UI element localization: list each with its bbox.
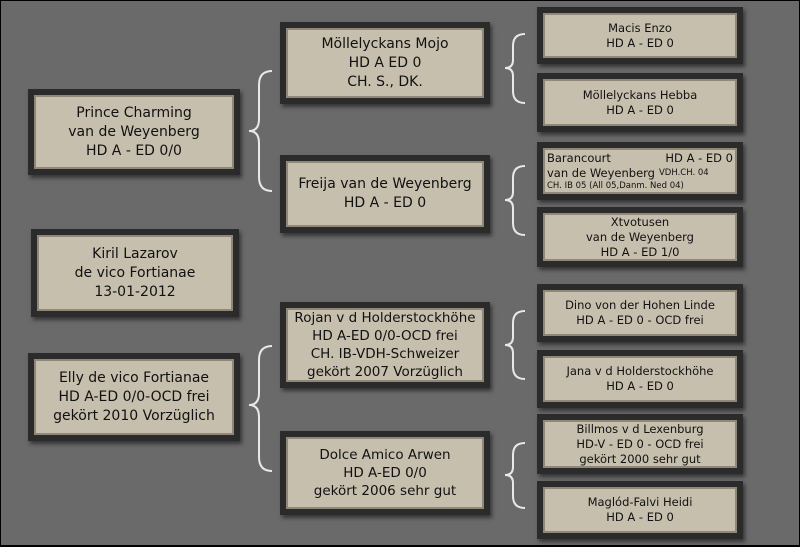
dam-health: HD A-ED 0/0-OCD frei [58,388,210,405]
gg6-name: Jana v d Holderstockhöhe [566,364,714,378]
subject-name-line-1: Kiril Lazarov [92,245,178,262]
bracket-sire-dam [504,165,526,236]
sire-sire-name: Möllelyckans Mojo [321,35,449,52]
dam-box: Elly de vico Fortianae HD A-ED 0/0-OCD f… [28,353,240,441]
bracket-dam-dam [504,442,526,509]
sire-box: Prince Charming van de Weyenberg HD A - … [28,89,240,175]
sire-health: HD A - ED 0/0 [86,142,182,159]
subject-box: Kiril Lazarov de vico Fortianae 13-01-20… [31,229,239,317]
gg1-name: Macis Enzo [608,20,672,35]
gg8-name: Maglód-Falvi Heidi [587,495,693,509]
dam-sire-titles: CH. IB-VDH-Schweizer [310,346,460,362]
bracket-sire-sire [504,33,526,104]
sire-sire-box: Möllelyckans Mojo HD A ED 0 CH. S., DK. [280,22,490,104]
gg3-row-1: Barancourt HD A - ED 0 [543,151,737,166]
gg3-row-2: van de Weyenberg VDH.CH. 04 [543,166,737,181]
subject-birth-date: 13-01-2012 [94,283,176,300]
sire-name-line-1: Prince Charming [76,104,192,121]
dam-rating: gekört 2010 Vorzüglich [53,407,215,424]
gg7-name: Billmos v d Lexenburg [576,421,704,436]
dam-sire-rating: gekört 2007 Vorzüglich [307,364,463,380]
great-grandparent-1-box: Macis Enzo HD A - ED 0 [537,7,743,64]
great-grandparent-6-box: Jana v d Holderstockhöhe HD A - ED 0 [537,350,743,408]
dam-name: Elly de vico Fortianae [58,369,210,386]
bracket-dam-sire [504,310,526,380]
dam-sire-health: HD A-ED 0/0-OCD frei [312,328,458,344]
great-grandparent-3-box: Barancourt HD A - ED 0 van de Weyenberg … [537,142,743,200]
great-grandparent-8-box: Maglód-Falvi Heidi HD A - ED 0 [537,481,743,539]
gg3-name-1: Barancourt [547,150,611,165]
dam-dam-box: Dolce Amico Arwen HD A-ED 0/0 gekört 200… [280,431,490,515]
bracket-dam [248,345,273,472]
sire-dam-health: HD A - ED 0 [343,195,427,211]
gg3-titles-1: VDH.CH. 04 [658,167,709,178]
dam-dam-health: HD A-ED 0/0 [343,465,427,481]
gg3-row-3: CH. IB 05 (All 05,Danm. Ned 04) [543,181,737,192]
dam-dam-rating: gekört 2006 sehr gut [313,483,457,499]
bracket-sire [248,70,273,192]
gg5-name: Dino von der Hohen Linde [565,298,715,312]
gg7-health: HD-V - ED 0 - OCD frei [576,436,704,451]
great-grandparent-4-box: Xtvotusen van de Weyenberg HD A - ED 1/0 [537,207,743,267]
gg3-health: HD A - ED 0 [665,150,733,165]
great-grandparent-2-box: Möllelyckans Hebba HD A - ED 0 [537,73,743,132]
gg4-name-2: van de Weyenberg [586,229,694,244]
gg7-rating: gekört 2000 sehr gut [579,451,701,466]
gg6-health: HD A - ED 0 [606,379,674,393]
sire-sire-titles: CH. S., DK. [347,73,423,90]
dam-sire-box: Rojan v d Holderstockhöhe HD A-ED 0/0-OC… [280,302,490,388]
dam-sire-name: Rojan v d Holderstockhöhe [294,310,476,326]
subject-name-line-2: de vico Fortianae [74,264,196,281]
gg5-health: HD A - ED 0 - OCD frei [576,313,704,327]
sire-dam-box: Freija van de Weyenberg HD A - ED 0 [280,155,490,233]
gg4-health: HD A - ED 1/0 [600,244,680,259]
gg4-name-1: Xtvotusen [610,214,670,229]
sire-sire-health: HD A ED 0 [348,54,422,71]
great-grandparent-5-box: Dino von der Hohen Linde HD A - ED 0 - O… [537,284,743,342]
gg2-name: Möllelyckans Hebba [582,87,698,102]
gg1-health: HD A - ED 0 [606,35,674,50]
sire-dam-name: Freija van de Weyenberg [298,176,472,192]
gg3-titles-2: CH. IB 05 (All 05,Danm. Ned 04) [547,180,684,191]
gg8-health: HD A - ED 0 [606,510,674,524]
gg3-name-2: van de Weyenberg [547,165,655,180]
sire-name-line-2: van de Weyenberg [68,123,200,140]
great-grandparent-7-box: Billmos v d Lexenburg HD-V - ED 0 - OCD … [537,414,743,474]
dam-dam-name: Dolce Amico Arwen [319,447,451,463]
gg2-health: HD A - ED 0 [606,102,674,117]
